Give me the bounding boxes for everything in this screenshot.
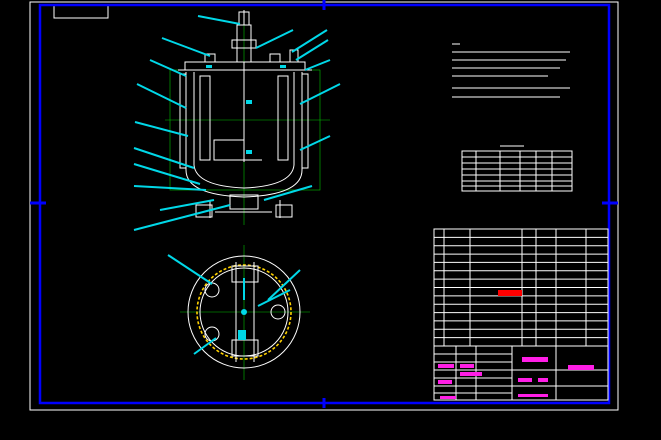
- title-block: [433, 345, 609, 401]
- nozzle-table: [461, 145, 573, 192]
- plan-view-leaders: [167, 254, 301, 355]
- centering-marks: [30, 0, 618, 408]
- front-view-leaders: [133, 15, 341, 231]
- reactor-front-view: [165, 10, 330, 225]
- parts-list: [433, 228, 609, 347]
- technical-notes: [452, 43, 570, 98]
- reactor-plan-view: [180, 245, 310, 380]
- drawing-frame-inner: [38, 3, 611, 405]
- sheet-tag-box: [53, 4, 109, 19]
